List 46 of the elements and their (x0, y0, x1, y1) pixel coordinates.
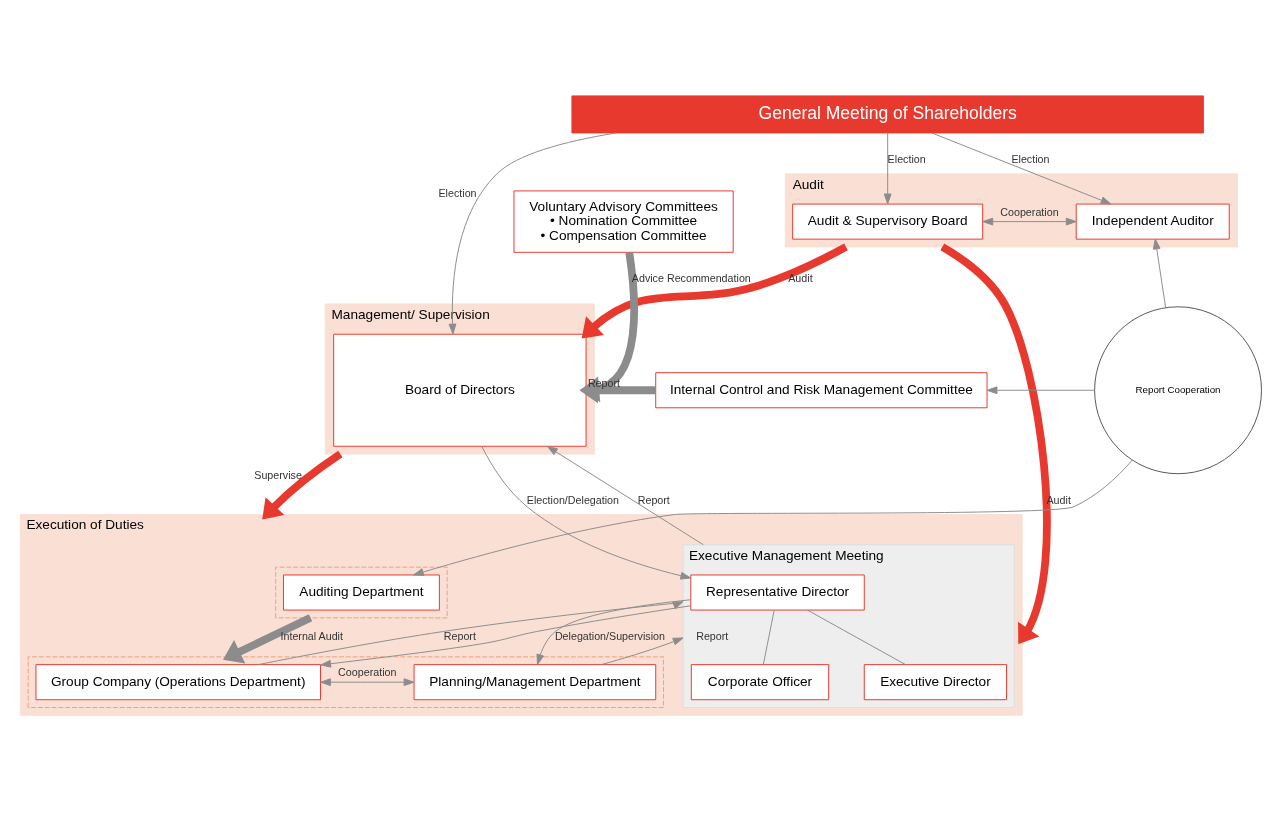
edge-label: Cooperation (1000, 205, 1059, 218)
node-box: Representative Director (690, 574, 865, 611)
arrow (940, 243, 1051, 645)
arrow (601, 637, 684, 666)
edge-label: Audit (788, 272, 813, 285)
edge-label: Cooperation (338, 666, 397, 679)
arrow (883, 132, 892, 205)
edge-label: Election (1011, 152, 1050, 165)
edge-label: Internal Audit (280, 630, 343, 643)
node-box: Internal Control and Risk Management Committee (655, 372, 988, 409)
edge-label: Delegation/Supervision (554, 630, 665, 643)
arrow (413, 459, 1133, 576)
node-box: General Meeting of Shareholders (571, 95, 1204, 134)
arrow (223, 614, 313, 664)
arrow (547, 446, 704, 546)
node-box: Auditing Department (283, 574, 440, 611)
edge-label: Report (443, 630, 476, 643)
node-box: Group Company (Operations Department) (35, 664, 321, 701)
node-box: Executive Director (863, 664, 1008, 701)
node-box: Board of Directors (333, 333, 587, 447)
arrow (1152, 238, 1167, 309)
node-box: Independent Auditor (1075, 203, 1230, 240)
arrow (320, 605, 692, 668)
edge-label: Election (887, 152, 926, 165)
arrow (931, 132, 1112, 205)
node-box: Audit & Supervisory Board (792, 203, 984, 240)
edge-label: Report (696, 630, 729, 643)
connector (762, 609, 775, 665)
arrow (320, 678, 415, 687)
edge-label: Report (637, 493, 670, 506)
edge-label: Election/Delegation (526, 493, 620, 506)
arrow (536, 599, 692, 665)
edge-label: Election (438, 187, 477, 200)
arrow (448, 132, 617, 335)
connector (807, 609, 906, 666)
node-box: Planning/Management Department (413, 664, 657, 701)
node-circle: Report Cooperation (1094, 306, 1262, 475)
arrow (257, 601, 684, 666)
node-box: Voluntary Advisory Committees • Nomination Committee • Compensation Committee (513, 190, 734, 253)
node-box: Corporate Officer (690, 664, 830, 701)
arrow (481, 446, 692, 580)
arrow (982, 217, 1077, 226)
arrow (986, 386, 1096, 395)
arrow (581, 243, 848, 339)
edge-label: Supervise (254, 468, 302, 481)
arrow (262, 450, 343, 520)
